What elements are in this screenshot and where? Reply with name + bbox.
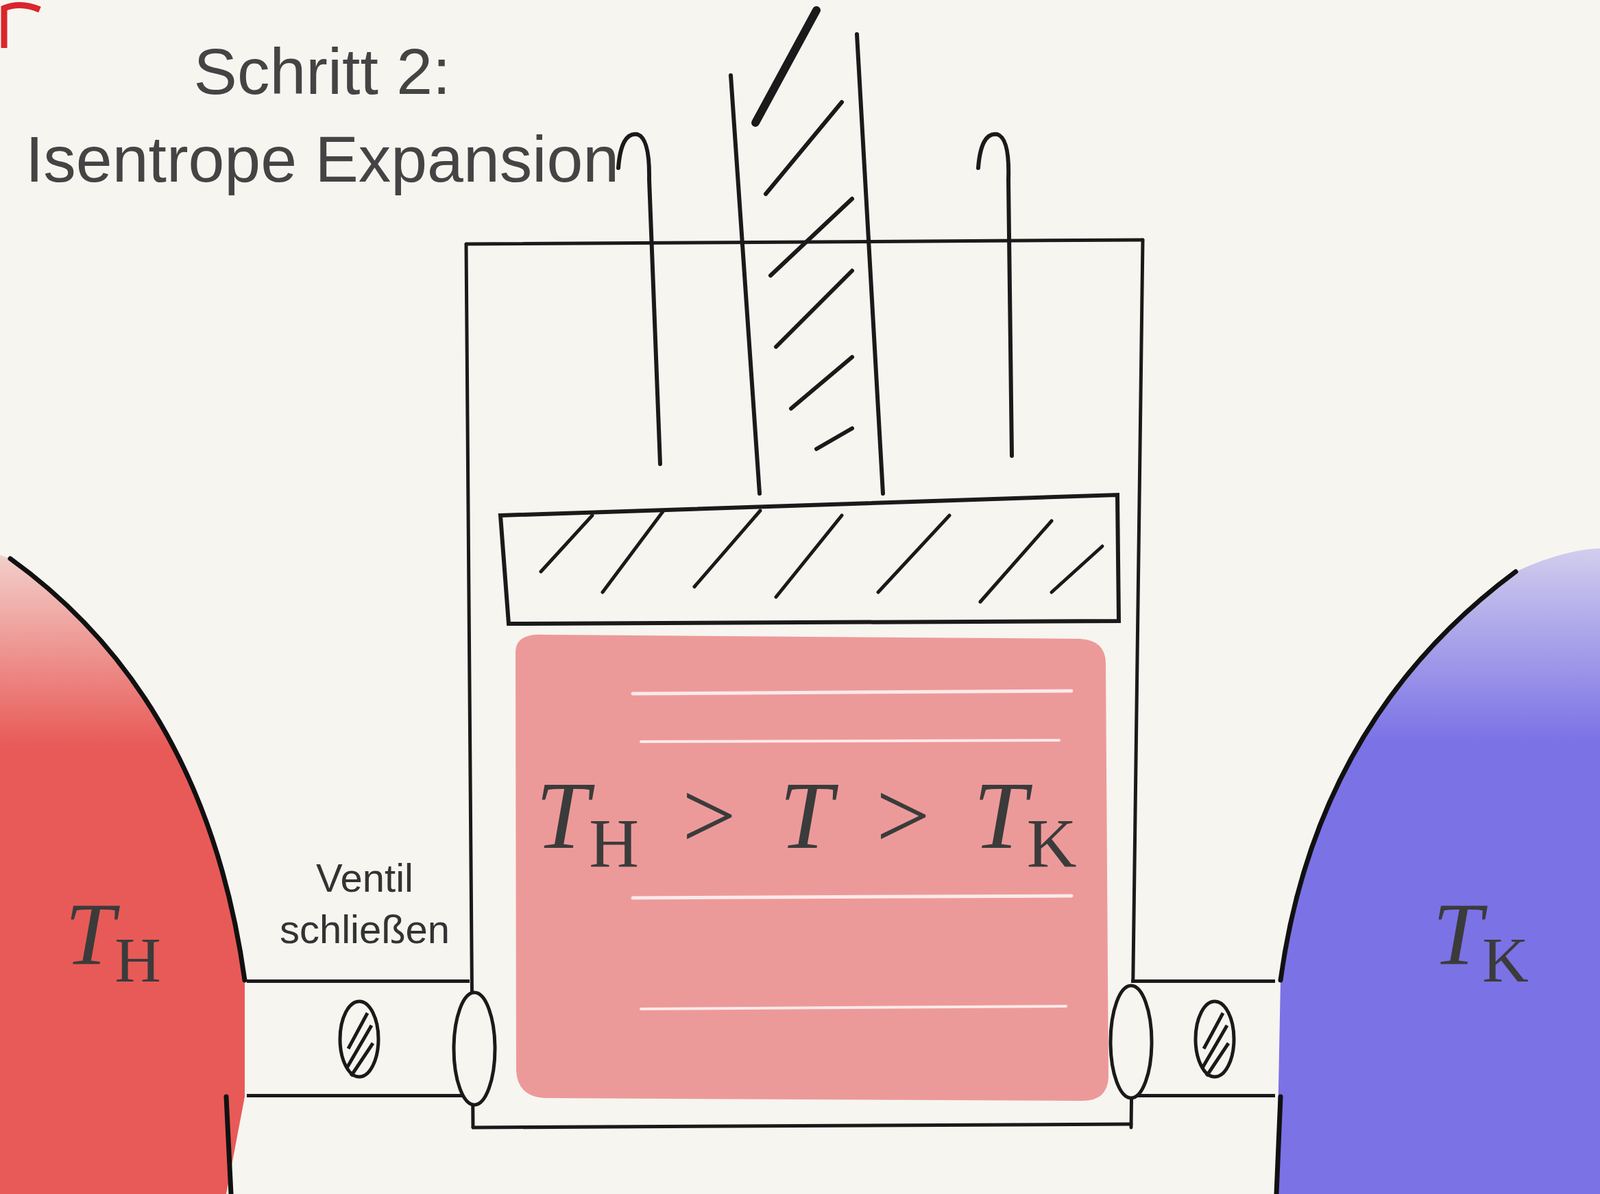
valve-opening [453, 992, 495, 1106]
outline [10, 558, 245, 981]
relation: > [876, 762, 931, 869]
piston-hatch [540, 510, 1103, 602]
outline [226, 1096, 232, 1194]
guide-rods [618, 134, 1012, 465]
temperature-label: TH [65, 880, 162, 988]
valve-opening [1110, 985, 1152, 1099]
hot-reservoir-shape [0, 555, 247, 1194]
fill [515, 634, 1109, 1101]
relation: > [682, 762, 737, 869]
guide-rod [978, 134, 1012, 456]
hatch-line [765, 102, 842, 195]
outline [1276, 1096, 1281, 1194]
hot-reservoir: TH [0, 555, 247, 1194]
symbol: T [779, 762, 833, 869]
valve-label: Ventil schließen [268, 852, 461, 956]
cold-reservoir: TK [1275, 548, 1600, 1194]
subscript: H [588, 805, 639, 883]
hatch-line [791, 357, 853, 409]
gas-chamber: TH > T > TK [469, 625, 1132, 1128]
rod-edge [856, 34, 883, 494]
subscript: K [1482, 924, 1529, 996]
piston [500, 494, 1119, 624]
pipe-bore [246, 983, 470, 1095]
valve-hatch [1202, 1013, 1229, 1077]
hatch-line [776, 270, 853, 347]
outline [640, 1006, 1066, 1010]
guide-rod [618, 134, 661, 465]
temperature-label: TK [1432, 880, 1529, 988]
hatch-line [816, 428, 853, 450]
pipe-wall [246, 979, 470, 1098]
outline [640, 740, 1060, 742]
valve-hatch [346, 1013, 373, 1077]
cylinder [466, 239, 1143, 1128]
hatch-line [694, 510, 761, 587]
cold-reservoir-shape [1275, 548, 1600, 1194]
slide-title: Schritt 2: Isentrope Expansion [13, 27, 631, 204]
hatch-line [776, 515, 842, 598]
title-line: Isentrope Expansion [13, 115, 631, 203]
outline [632, 895, 1072, 899]
valve-disc [1195, 1001, 1234, 1077]
corner-mark [4, 4, 40, 48]
piston-body [500, 494, 1119, 624]
rod-edge [730, 75, 760, 494]
hatch-line [980, 520, 1052, 602]
symbol: T [65, 884, 115, 984]
piston-rod [730, 10, 883, 494]
hatch-line [755, 10, 817, 123]
valve-disc [340, 1001, 379, 1077]
subscript: K [1026, 805, 1077, 883]
symbol: T [973, 762, 1027, 869]
hatch-line [540, 515, 593, 572]
subscript: H [114, 924, 162, 996]
hatch-line [602, 510, 664, 593]
hatch-line [878, 515, 950, 593]
symbol: T [1432, 884, 1483, 984]
hatch-line [770, 198, 853, 276]
hatch-line [1051, 546, 1103, 593]
fill [1276, 548, 1600, 1194]
outline [632, 691, 1072, 694]
symbol: T [535, 762, 589, 869]
fill [0, 555, 245, 1194]
cylinder-bottom [473, 1124, 1132, 1128]
temperature-label: TH > T > TK [535, 758, 1077, 874]
title-line: Schritt 2: [13, 27, 631, 116]
